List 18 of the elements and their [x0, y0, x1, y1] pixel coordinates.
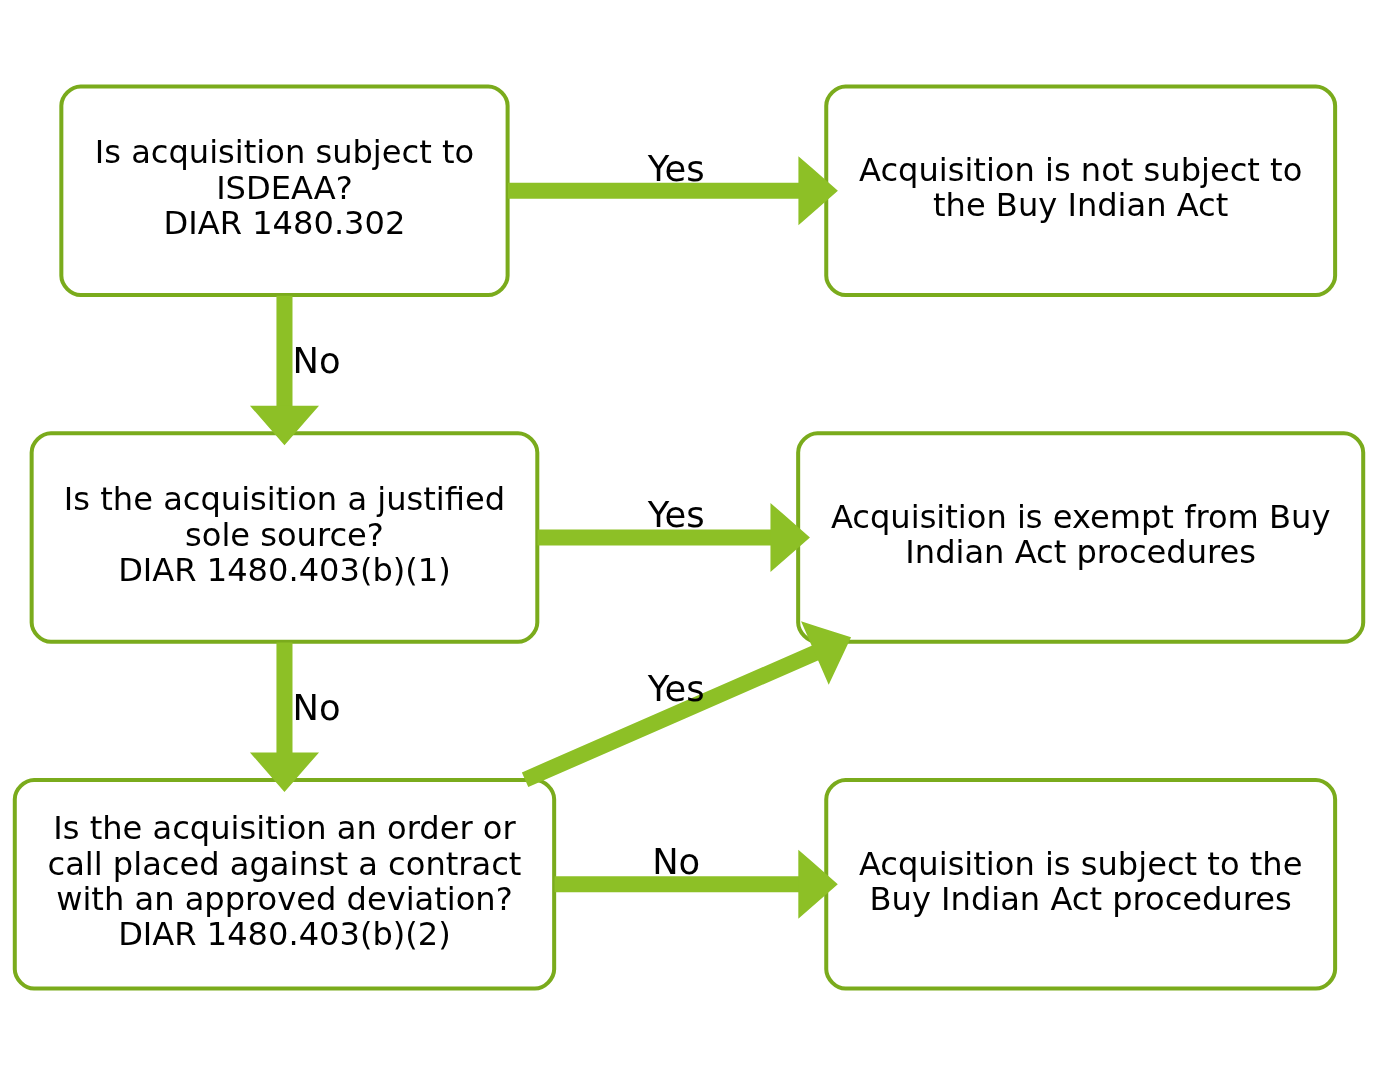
edge-label: No: [292, 686, 341, 728]
node-box: Acquisition is not subject to the Buy Indian Act: [824, 84, 1338, 298]
arrow: [249, 642, 320, 792]
edge-label: No: [652, 840, 701, 882]
arrow: [508, 156, 838, 226]
arrow: [537, 502, 810, 573]
edge-label: No: [292, 340, 341, 382]
node-box: Is acquisition subject to ISDEAA? DIAR 1480.302: [59, 84, 510, 298]
node-box: Is the acquisition an order or call placed against a contract with an approved deviation? DIAR 1480.403(b)(2): [12, 777, 557, 991]
arrow: [521, 621, 852, 788]
edge-label: Yes: [647, 667, 705, 709]
node-box: Is the acquisition a justified sole source? DIAR 1480.403(b)(1): [29, 431, 540, 644]
edge-label: Yes: [647, 494, 705, 536]
node-box: Acquisition is exempt from Buy Indian Act procedures: [796, 431, 1366, 644]
edge-label: Yes: [647, 147, 705, 189]
arrow: [554, 849, 838, 919]
arrow: [249, 295, 319, 446]
node-box: Acquisition is subject to the Buy Indian Act procedures: [824, 777, 1338, 991]
